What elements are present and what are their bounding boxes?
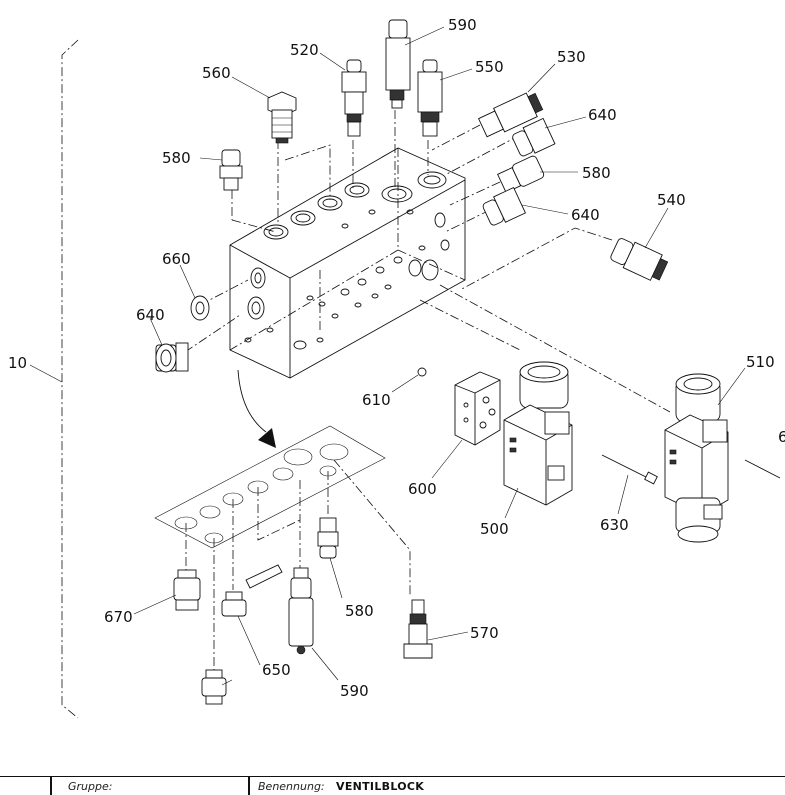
- part-650-lower: [201, 669, 227, 705]
- part-560: [267, 91, 297, 144]
- part-580-lower: [317, 517, 339, 559]
- assembly-lines: [184, 110, 671, 413]
- part-600: [454, 371, 501, 446]
- callout-540: 540: [657, 191, 686, 209]
- part-640-right-upper: [512, 117, 556, 157]
- callout-630: 630: [600, 516, 629, 534]
- valve-block: [229, 147, 466, 379]
- callout-510: 510: [746, 353, 775, 371]
- group-label: Gruppe:: [68, 780, 113, 793]
- part-520: [341, 59, 367, 137]
- title-block-divider: [248, 777, 250, 795]
- callout-10: 10: [8, 354, 27, 372]
- part-630: [601, 454, 658, 485]
- part-530: [477, 92, 544, 138]
- transition-arrow: [237, 369, 267, 433]
- callout-570: 570: [470, 624, 499, 642]
- title-block: Gruppe: Benennung: VENTILBLOCK: [0, 776, 785, 795]
- callout-640-left: 640: [136, 306, 165, 324]
- callout-660: 660: [162, 250, 191, 268]
- callout-590-top: 590: [448, 16, 477, 34]
- name-label: Benennung:: [258, 780, 325, 793]
- callout-580-lower: 580: [345, 602, 374, 620]
- callouts: 590 520 560 550 530 640 580 580 640 540 …: [8, 16, 785, 700]
- callout-590-lower: 590: [340, 682, 369, 700]
- part-640-right-lower: [482, 186, 527, 226]
- callout-edge-cut: 6: [778, 428, 785, 446]
- callout-550: 550: [475, 58, 504, 76]
- callout-650: 650: [262, 661, 291, 679]
- title-block-divider: [50, 777, 52, 795]
- callout-670: 670: [104, 608, 133, 626]
- name-value: VENTILBLOCK: [336, 780, 425, 793]
- callout-640-right-upper: 640: [588, 106, 617, 124]
- callout-560: 560: [202, 64, 231, 82]
- bottom-plate-outline: [154, 425, 411, 670]
- part-670: [173, 569, 201, 611]
- part-540: [610, 238, 669, 281]
- callout-530: 530: [557, 48, 586, 66]
- leader-lines: [133, 26, 746, 686]
- callout-520: 520: [290, 41, 319, 59]
- part-610: [417, 367, 427, 377]
- assembly-bracket: [61, 39, 79, 719]
- part-650-upper: [221, 591, 247, 617]
- part-570: [403, 599, 433, 659]
- part-580-left: [219, 149, 243, 191]
- part-590-top: [385, 19, 411, 109]
- part-590-lower: [288, 567, 314, 655]
- callout-640-right-lower: 640: [571, 206, 600, 224]
- callout-580-left: 580: [162, 149, 191, 167]
- part-640-left: [155, 342, 189, 373]
- part-510: [664, 373, 729, 543]
- callout-610: 610: [362, 391, 391, 409]
- callout-580-right: 580: [582, 164, 611, 182]
- part-660: [190, 295, 210, 321]
- part-630-right: [744, 459, 781, 479]
- part-580-right: [497, 155, 545, 194]
- part-550: [417, 59, 443, 137]
- callout-500: 500: [480, 520, 509, 538]
- part-500: [503, 361, 573, 506]
- callout-600: 600: [408, 480, 437, 498]
